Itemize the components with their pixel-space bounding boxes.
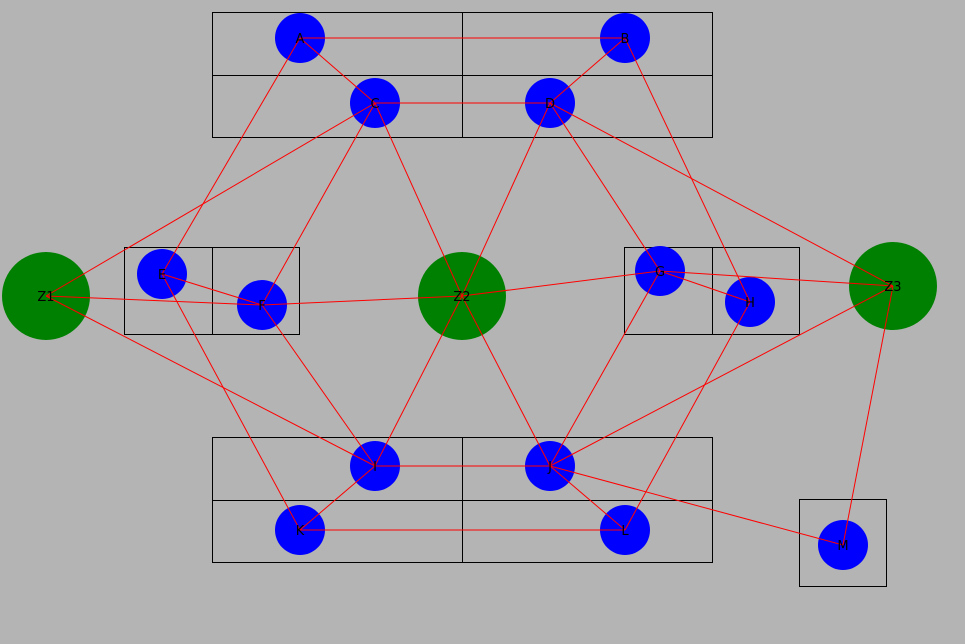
grid-cell <box>212 247 300 335</box>
edge-z3-m <box>842 285 894 546</box>
node-label-c: C <box>370 97 379 112</box>
edge-f-i <box>261 304 376 467</box>
edge-a-c <box>299 37 376 104</box>
node-label-j: J <box>547 460 552 475</box>
edge-f-z2 <box>261 295 463 306</box>
node-label-z3: Z3 <box>884 280 901 295</box>
grid-cell <box>462 75 713 138</box>
node-label-m: M <box>837 539 848 554</box>
edge-z1-f <box>45 295 263 306</box>
node-label-z2: Z2 <box>453 290 470 305</box>
node-label-i: I <box>373 460 377 475</box>
edge-e-k <box>161 273 301 531</box>
grid-cell <box>799 499 887 587</box>
edge-j-z3 <box>549 285 894 467</box>
grid-cell <box>462 500 713 563</box>
node-label-h: H <box>745 296 755 311</box>
edge-j-l <box>549 465 626 531</box>
edge-g-h <box>659 270 751 303</box>
edge-b-d <box>549 37 626 104</box>
edge-c-z2 <box>374 102 463 297</box>
edge-b-h <box>624 37 751 303</box>
node-label-g: G <box>655 265 665 280</box>
edge-d-g <box>549 102 661 272</box>
edge-a-e <box>161 37 301 275</box>
edge-z2-j <box>461 295 551 467</box>
node-label-b: B <box>621 32 630 47</box>
node-label-z1: Z1 <box>37 290 54 305</box>
edge-z2-g <box>461 270 661 297</box>
edge-g-z3 <box>659 270 894 287</box>
edge-g-j <box>549 270 661 467</box>
edge-d-z2 <box>461 102 551 297</box>
node-label-a: A <box>296 32 305 47</box>
grid-cell <box>712 247 800 335</box>
node-label-k: K <box>296 524 305 539</box>
edge-z2-i <box>374 295 463 467</box>
edge-d-z3 <box>549 102 894 287</box>
edge-e-f <box>161 273 263 306</box>
edges <box>45 37 894 546</box>
node-label-l: L <box>621 524 629 539</box>
node-label-e: E <box>158 268 166 283</box>
edge-z1-i <box>45 295 376 467</box>
edge-j-m <box>549 465 844 546</box>
edge-i-k <box>299 465 376 531</box>
edge-c-z1 <box>45 102 376 297</box>
node-labels: A B C D E F G H I J K L M Z1 Z2 Z3 <box>37 32 901 554</box>
edge-c-f <box>261 102 376 306</box>
node-label-d: D <box>545 97 555 112</box>
grid-cells <box>124 12 887 587</box>
node-label-f: F <box>258 299 265 314</box>
